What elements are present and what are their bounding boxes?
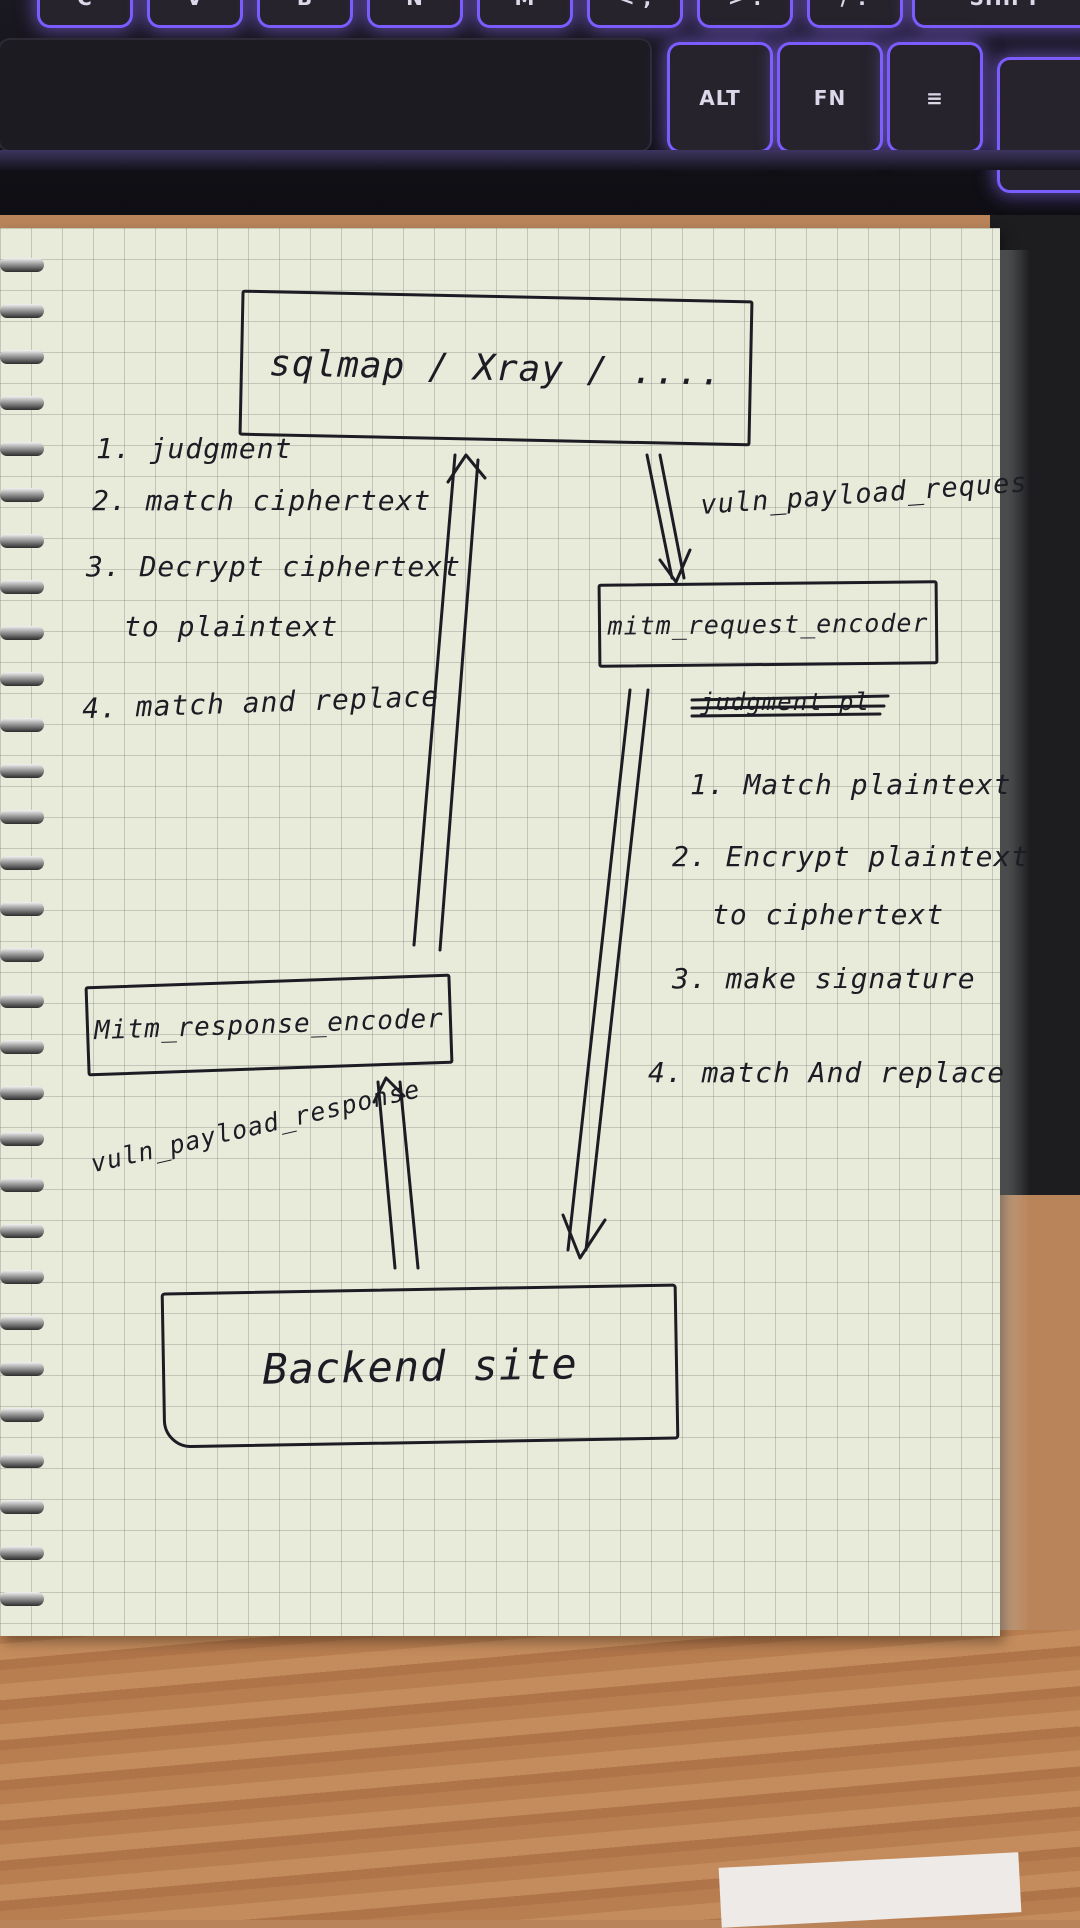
down-arrow-head (561, 1213, 607, 1260)
up-arrow-head (446, 453, 487, 484)
spiral-ring (0, 1546, 44, 1560)
spiral-ring (0, 396, 44, 410)
grid-notebook-page (0, 228, 1000, 1636)
spiral-ring (0, 488, 44, 502)
keyboard-edge (0, 150, 1080, 170)
spiral-ring (0, 1408, 44, 1422)
up-arrow-line-b (438, 458, 480, 952)
right-step-2-cont: to ciphertext (712, 898, 945, 931)
spiral-ring (0, 1086, 44, 1100)
spiral-ring (0, 994, 44, 1008)
request-arrow-head (658, 548, 692, 584)
spiral-ring (0, 442, 44, 456)
down-arrow-line-a (566, 688, 632, 1252)
spiral-ring (0, 1270, 44, 1284)
spiral-binding (0, 230, 48, 1630)
response-arrow-line-a (376, 1080, 397, 1270)
down-arrow-line-b (584, 688, 650, 1252)
up-arrow-line-a (412, 453, 457, 947)
request-arrow-line-a (645, 453, 674, 580)
spiral-ring (0, 948, 44, 962)
right-step-1: 1. Match plaintext (690, 768, 1012, 801)
strike-line-2 (690, 704, 886, 710)
spiral-ring (0, 718, 44, 732)
spiral-ring (0, 350, 44, 364)
left-step-3-cont: to plaintext (124, 610, 339, 643)
right-step-2: 2. Encrypt plaintext (672, 840, 1030, 873)
spiral-ring (0, 764, 44, 778)
spiral-ring (0, 1500, 44, 1514)
key-spacebar (0, 40, 650, 150)
left-step-2: 2. match ciphertext (92, 484, 432, 517)
spiral-ring (0, 580, 44, 594)
response-arrow-head (372, 1076, 406, 1104)
right-step-4: 4. match And replace (648, 1056, 1006, 1089)
spiral-ring (0, 1592, 44, 1606)
spiral-ring (0, 304, 44, 318)
left-step-3: 3. Decrypt ciphertext (86, 550, 462, 583)
key-m: M (480, 0, 570, 25)
spiral-ring (0, 902, 44, 916)
key-b: B (260, 0, 350, 25)
key-menu: ≡ (890, 45, 980, 150)
key-n: N (370, 0, 460, 25)
spiral-ring (0, 810, 44, 824)
key-comma: < , (590, 0, 680, 25)
strike-line-3 (690, 712, 882, 718)
spiral-ring (0, 1316, 44, 1330)
key-fn: FN (780, 45, 880, 150)
spiral-ring (0, 1132, 44, 1146)
right-step-3: 3. make signature (672, 962, 976, 995)
response-arrow-line-b (398, 1080, 420, 1270)
key-alt: ALT (670, 45, 770, 150)
key-period: > . (700, 0, 790, 25)
request-arrow-line-b (658, 453, 686, 580)
key-shift: SHIFT (915, 0, 1080, 25)
spiral-ring (0, 534, 44, 548)
struck-judgment-note: judgment pl (700, 688, 870, 716)
key-c: C (40, 0, 130, 25)
spiral-ring (0, 1040, 44, 1054)
spiral-ring (0, 1454, 44, 1468)
spiral-ring (0, 672, 44, 686)
spiral-ring (0, 1178, 44, 1192)
spiral-ring (0, 1362, 44, 1376)
key-slash: / ? (810, 0, 900, 25)
spiral-ring (0, 626, 44, 640)
key-v: V (150, 0, 240, 25)
spiral-ring (0, 258, 44, 272)
left-step-1: 1. judgment (96, 432, 293, 465)
spiral-ring (0, 856, 44, 870)
spiral-ring (0, 1224, 44, 1238)
keyboard-background: C V B N M < , > . / ? SHIFT ALT FN ≡ (0, 0, 1080, 215)
strike-line-1 (690, 694, 890, 702)
